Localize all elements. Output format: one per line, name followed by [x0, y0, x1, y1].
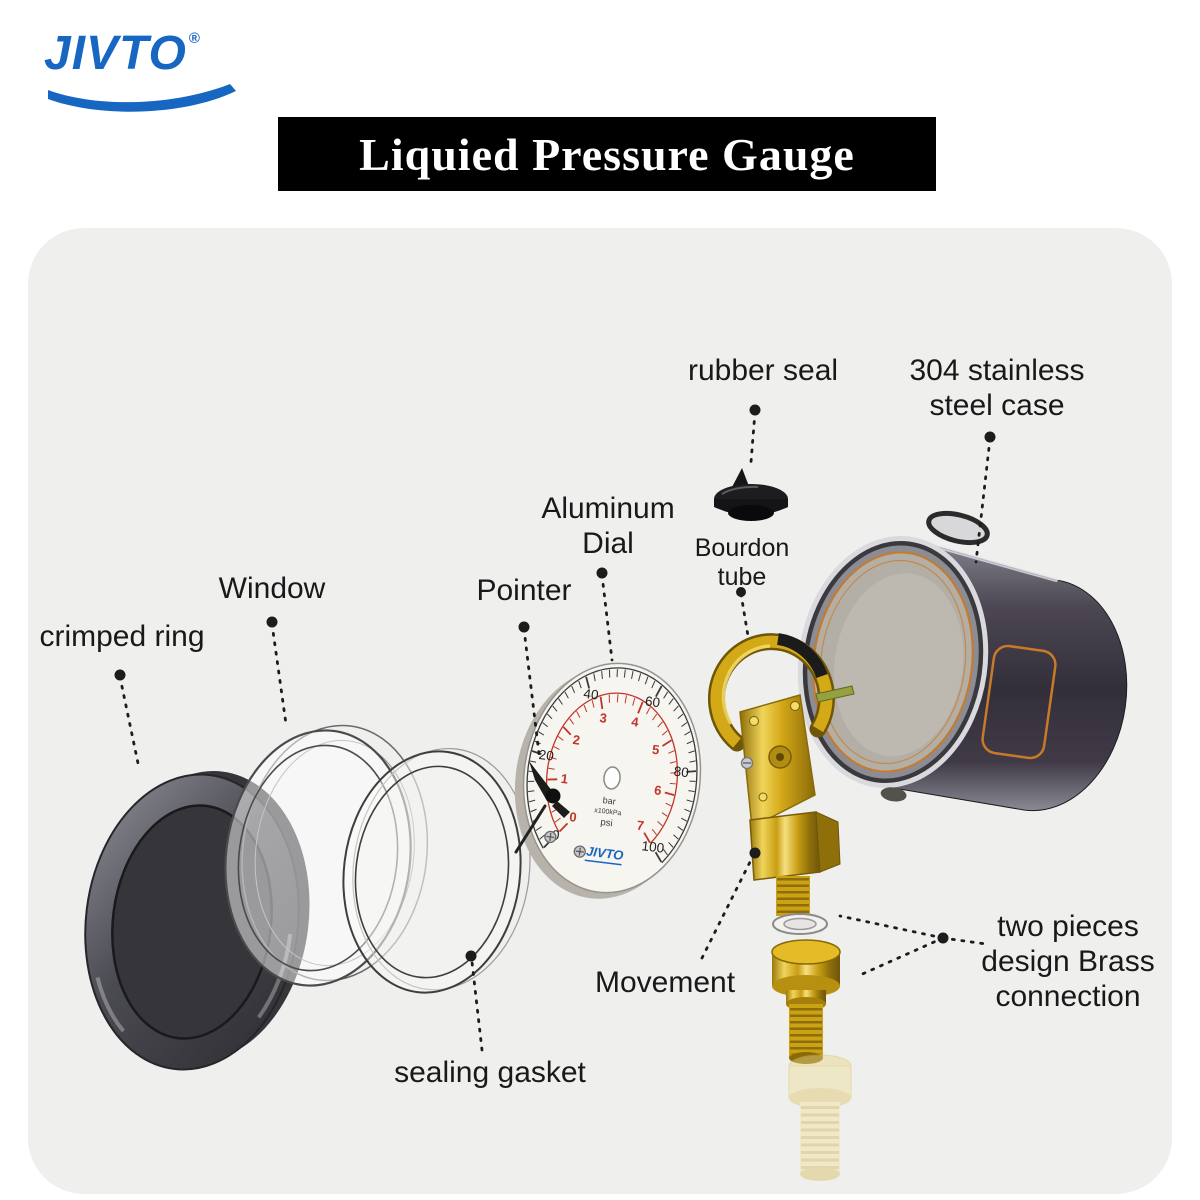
rubber-seal-part [714, 468, 788, 521]
leader-aluminum-dial [600, 573, 614, 662]
dial-inner-scale: 0 1 2 3 4 5 6 7 [560, 710, 662, 833]
label-steel-case-line2: steel case [929, 388, 1065, 422]
leader-pointer [522, 627, 541, 756]
movement-threaded-stem [776, 876, 810, 916]
svg-text:100: 100 [641, 838, 665, 856]
case-front-rim [797, 536, 989, 802]
label-pointer: Pointer [476, 574, 572, 607]
steel-case-part [797, 510, 1128, 812]
svg-text:x100kPa: x100kPa [594, 807, 622, 817]
svg-text:5: 5 [651, 742, 660, 758]
leader-brass-washer [838, 914, 945, 940]
washer-part [772, 913, 828, 935]
label-aluminum-dial-line1: Aluminum [541, 492, 675, 525]
svg-text:40: 40 [583, 686, 600, 703]
label-aluminum-dial-line2: Dial [582, 526, 634, 560]
leader-steel-case [974, 437, 992, 564]
brand-logo-text: JIVTO® [44, 26, 201, 81]
svg-text:2: 2 [572, 732, 581, 748]
svg-text:60: 60 [644, 694, 661, 711]
label-brass-connection-line1: two pieces [997, 910, 1139, 943]
label-brass-connection: two pieces design Brass connection [981, 910, 1154, 1014]
logo-swoosh-icon [48, 84, 236, 112]
ghost-connection-part [788, 1054, 852, 1181]
svg-text:1: 1 [560, 771, 569, 787]
label-sealing-gasket: sealing gasket [394, 1056, 586, 1089]
dial-outer-scale: 0 20 40 60 80 100 [538, 686, 690, 856]
label-bourdon-tube: Bourdon tube [695, 534, 790, 592]
label-bourdon-tube-line1: Bourdon [694, 534, 790, 562]
label-steel-case-line1: 304 stainless [909, 354, 1085, 387]
label-window: Window [218, 572, 326, 605]
dial-center-hole [603, 766, 621, 790]
leader-dots [114, 404, 996, 962]
case-top-hole [926, 510, 990, 546]
title-banner: Liquied Pressure Gauge [278, 117, 936, 191]
label-aluminum-dial: Aluminum Dial [541, 492, 674, 562]
movement-part [739, 694, 841, 916]
svg-text:3: 3 [599, 710, 608, 726]
dial-units: bar x100kPa psi [594, 795, 622, 829]
svg-text:bar: bar [602, 795, 616, 807]
leader-window [270, 622, 288, 726]
dial-brand-underline [584, 859, 622, 866]
brand-name: JIVTO [44, 27, 187, 80]
window-part [224, 724, 429, 987]
label-steel-case: 304 stainless steel case [909, 354, 1084, 424]
leader-brass-fitting [856, 936, 945, 978]
svg-text:80: 80 [673, 764, 690, 781]
leader-brass-text [941, 936, 988, 946]
label-rubber-seal: rubber seal [687, 354, 839, 387]
leader-bourdon-tube [739, 592, 750, 638]
dial-part: 0 1 2 3 4 5 6 7 0 20 40 60 80 100 bar x1… [514, 662, 702, 899]
case-orange-outline [981, 644, 1057, 760]
brass-connection-part [771, 939, 841, 1064]
bourdon-tube-part [707, 633, 855, 752]
svg-text:6: 6 [653, 782, 662, 798]
registered-mark: ® [188, 30, 201, 47]
brand-logo: JIVTO® [40, 22, 270, 117]
pointer-part [514, 761, 570, 854]
label-bourdon-tube-line2: tube [717, 563, 767, 591]
sealing-gasket-part [342, 747, 531, 994]
svg-text:4: 4 [631, 714, 641, 730]
label-crimped-ring: crimped ring [39, 620, 205, 653]
svg-text:0: 0 [568, 809, 577, 825]
label-brass-connection-line2: design Brass [981, 944, 1155, 978]
leader-rubber-seal [749, 410, 757, 464]
leader-lines [114, 404, 996, 1052]
leader-movement [700, 854, 755, 960]
svg-text:20: 20 [538, 747, 555, 764]
svg-text:psi: psi [600, 817, 613, 829]
dial-screws [544, 830, 586, 858]
dial-brand: JIVTO [585, 843, 624, 862]
label-movement: Movement [594, 966, 736, 999]
page-title: Liquied Pressure Gauge [359, 128, 855, 180]
leader-crimped-ring [118, 675, 141, 770]
movement-hex-block [749, 811, 821, 881]
label-brass-connection-line3: connection [995, 979, 1141, 1013]
svg-text:7: 7 [636, 817, 645, 833]
